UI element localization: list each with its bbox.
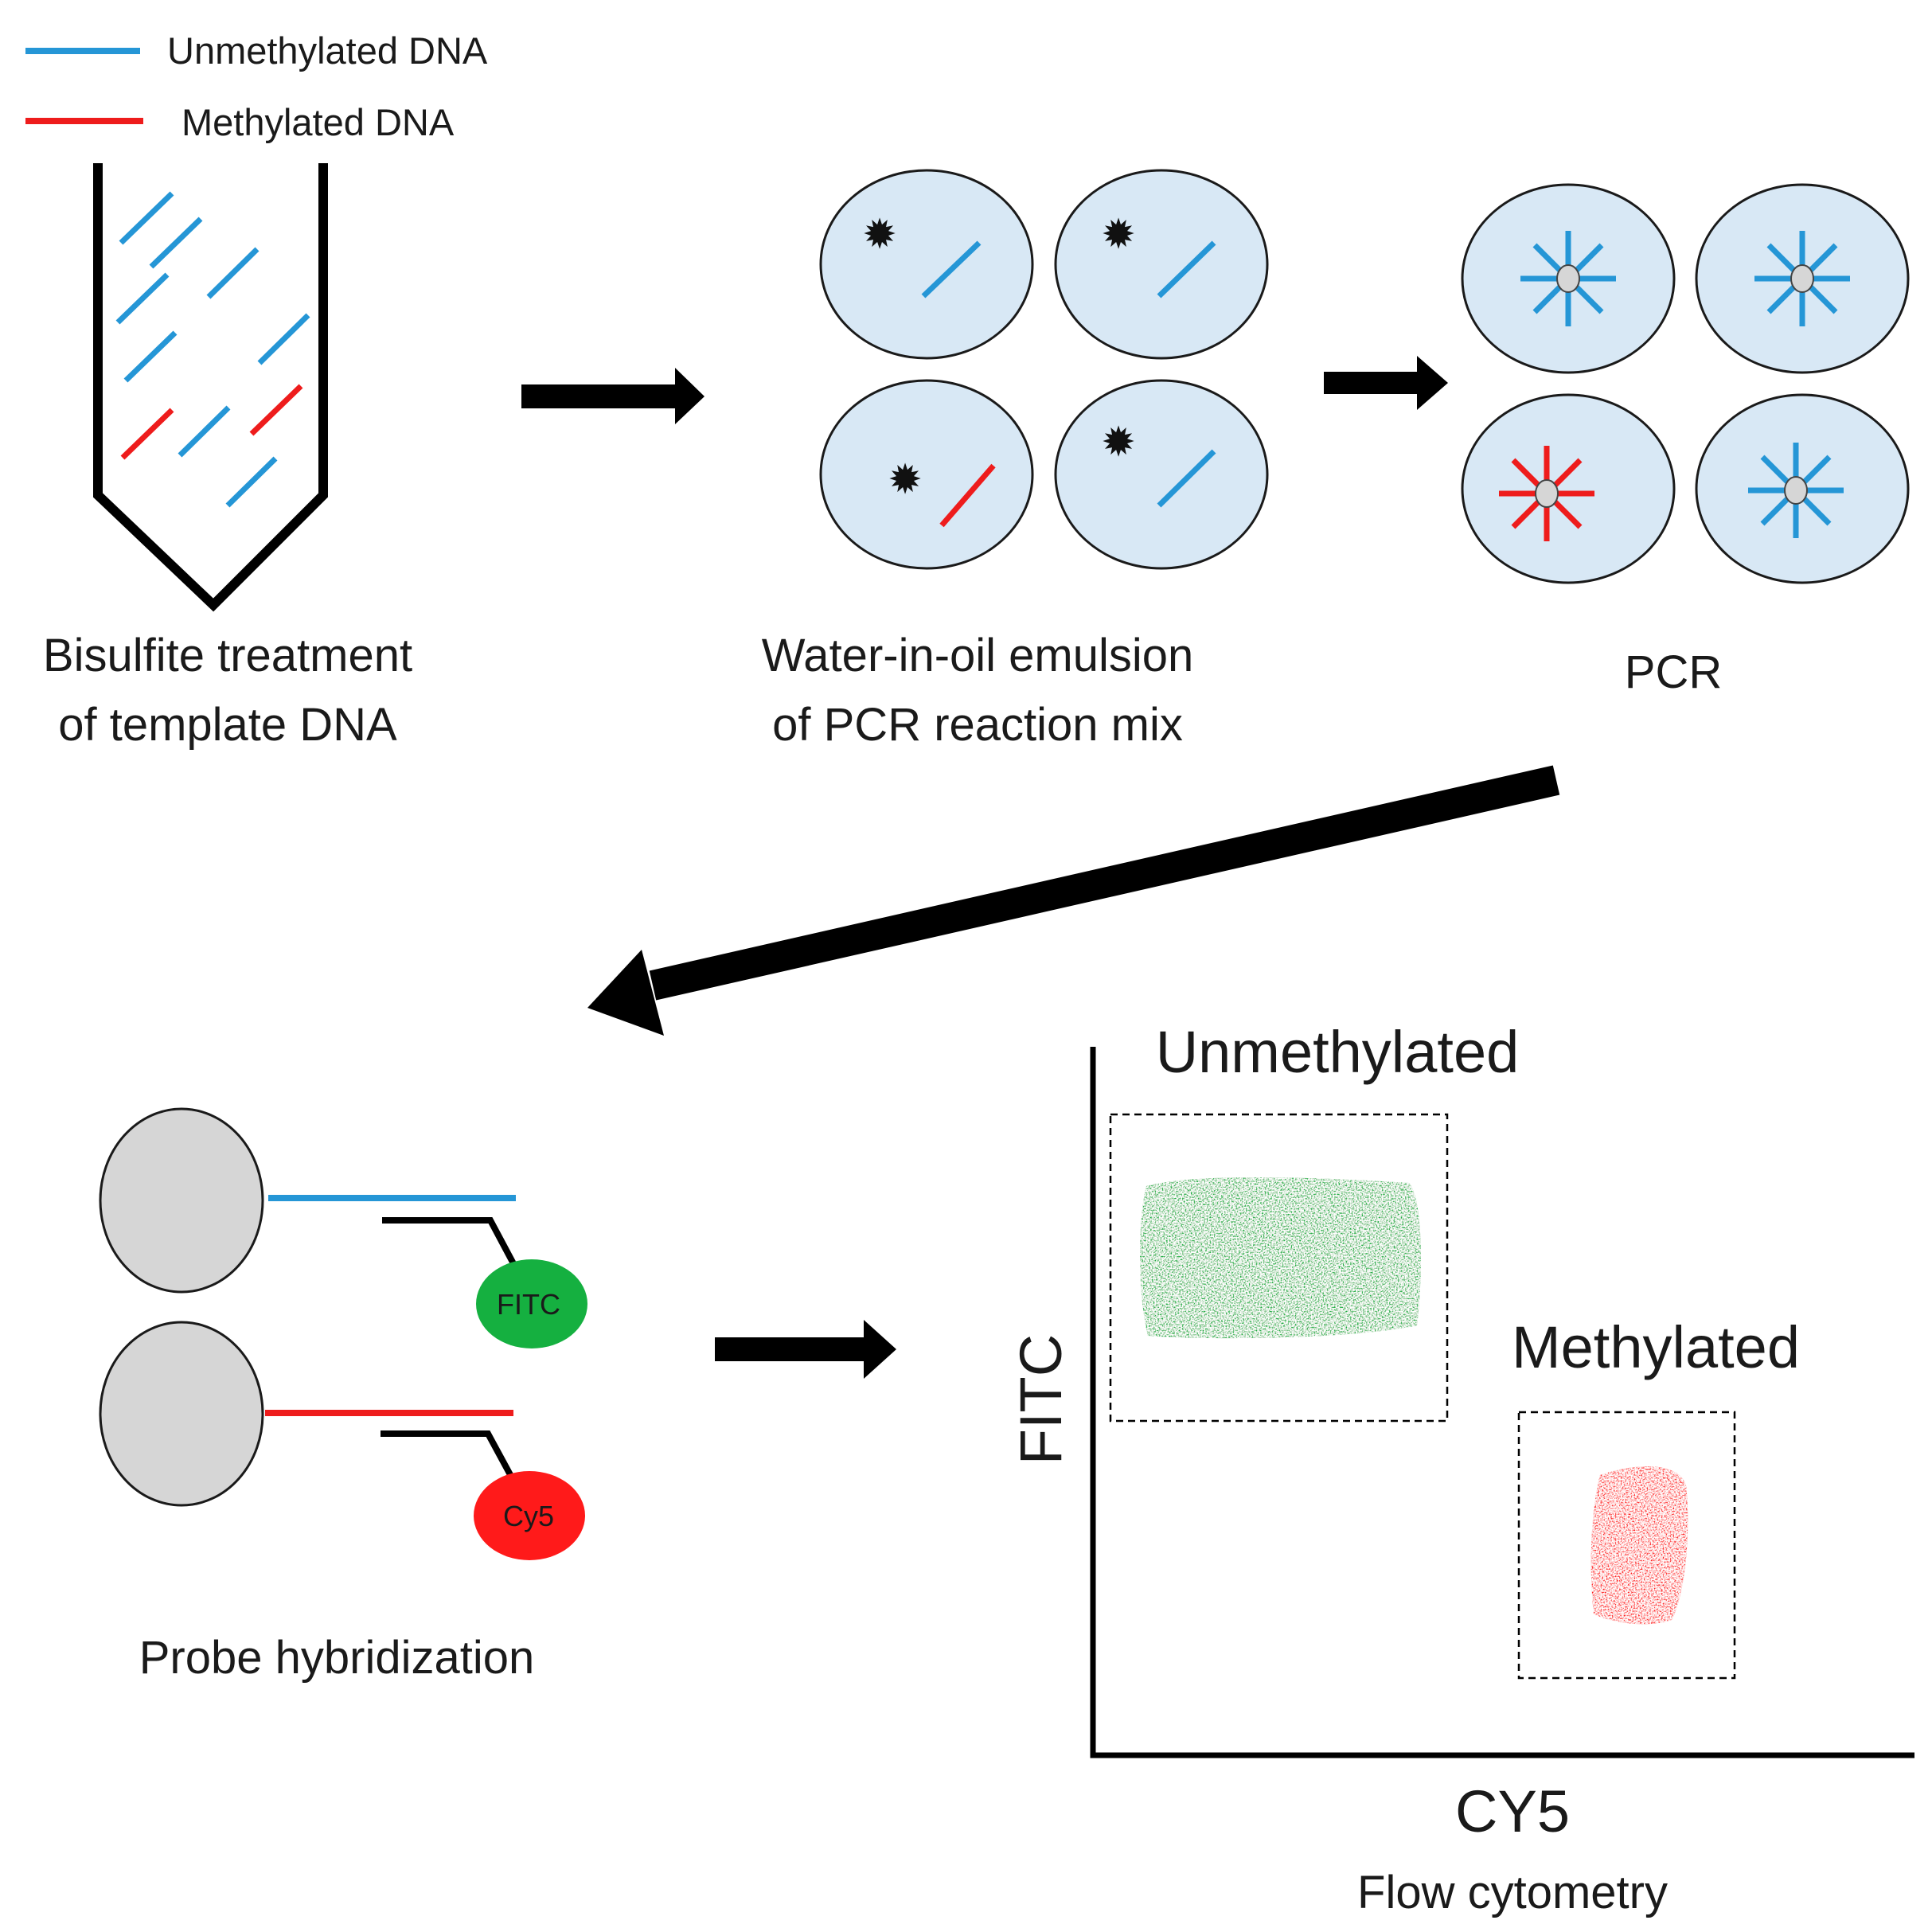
bisulfite-caption-line2: of template DNA [58,699,397,751]
legend-methylated-label: Methylated DNA [181,101,455,143]
emulsion-caption-line1: Water-in-oil emulsion [762,630,1194,681]
gate-methylated-label: Methylated [1512,1314,1800,1380]
gate-methylated: Methylated [1512,1314,1800,1680]
bisulfite-caption-line1: Bisulfite treatment [43,630,412,681]
y-axis-label: FITC [1008,1334,1074,1465]
tube-outline [93,163,328,612]
droplet-1: ✹ [819,169,1034,360]
droplet-4: ✹ [1054,379,1269,570]
flow-cytometry-plot: FITC CY5 Flow cytometry Unmethylated Met… [1008,1019,1914,1918]
polymerase-icon: ✹ [862,211,897,259]
polymerase-icon: ✹ [1101,419,1136,466]
arrow-to-hybridization [587,765,1560,1036]
bisulfite-tube [93,163,328,612]
pcr-bead-1 [1461,183,1676,374]
legend-unmethylated-label: Unmethylated DNA [167,29,488,72]
pcr-droplets [1461,183,1910,584]
pcr-bead-4 [1695,393,1910,584]
fitc-population [1140,1177,1421,1339]
droplet-3: ✹ [819,379,1034,570]
polymerase-icon: ✹ [1101,211,1136,259]
fitc-label: FITC [497,1288,560,1321]
x-axis-label: CY5 [1455,1778,1570,1844]
cy5-dye [474,1471,585,1560]
gate-unmethylated: Unmethylated [1109,1019,1520,1423]
fitc-probe-complex: FITC [99,1107,587,1348]
legend: Unmethylated DNA Methylated DNA [25,29,488,143]
pcr-bead-2 [1695,183,1910,374]
gate-unmethylated-label: Unmethylated [1156,1019,1520,1085]
polymerase-icon: ✹ [888,456,923,504]
pcr-bead-3 [1461,393,1676,584]
flow-caption: Flow cytometry [1357,1867,1668,1918]
fitc-dye [476,1259,587,1348]
cy5-label: Cy5 [503,1500,554,1532]
arrow-to-flow [715,1320,896,1379]
bead [99,1107,264,1294]
probe-caption: Probe hybridization [139,1632,535,1684]
bead [99,1321,264,1507]
arrow-to-emulsion [521,368,704,424]
arrow-to-pcr [1324,356,1448,410]
cy5-population [1590,1466,1688,1625]
emulsion-droplets: ✹ ✹ ✹ ✹ [819,169,1269,570]
pcr-caption: PCR [1625,646,1722,698]
cy5-probe-complex: Cy5 [99,1321,585,1560]
probe-hybridization: FITC Cy5 [99,1107,587,1560]
droplet-2: ✹ [1054,169,1269,360]
plot-axes [1090,1047,1914,1758]
tube-dna-fragments [115,191,310,508]
emulsion-caption-line2: of PCR reaction mix [772,699,1183,751]
